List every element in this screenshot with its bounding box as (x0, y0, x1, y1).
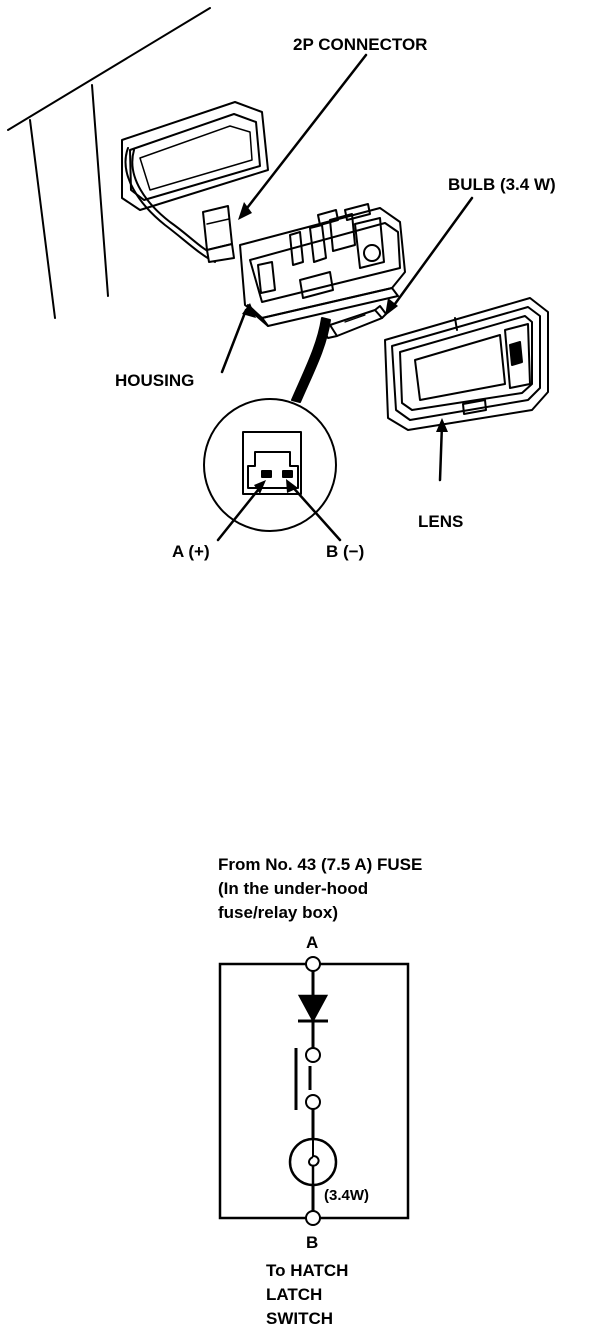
connector-plug (202, 205, 235, 263)
node-a-label: A (306, 933, 318, 952)
panel-edge-top (7, 7, 211, 131)
arrowheads (238, 202, 448, 494)
bulb-rating-label: (3.4W) (324, 1187, 369, 1204)
switch-contact-bottom (305, 1094, 321, 1110)
label-bulb: BULB (3.4 W) (448, 175, 556, 194)
panel-edge-left (29, 119, 56, 319)
diode-symbol (297, 994, 329, 1023)
dest-line-3: SWITCH (266, 1309, 333, 1328)
dest-line-1: To HATCH (266, 1261, 348, 1280)
housing (239, 203, 406, 327)
detail-callout-tail (291, 317, 331, 403)
switch-contact-top (305, 1047, 321, 1063)
label-housing: HOUSING (115, 371, 194, 390)
terminal-a-circle (305, 956, 321, 972)
label-2p-connector: 2P CONNECTOR (293, 35, 427, 54)
bulb-symbol (288, 1137, 338, 1187)
label-lens: LENS (418, 512, 463, 531)
label-terminal-b: B (−) (326, 542, 364, 561)
exploded-view (7, 7, 549, 542)
terminal-b-circle (305, 1210, 321, 1226)
node-b-label: B (306, 1233, 318, 1252)
source-line-1: From No. 43 (7.5 A) FUSE (218, 855, 422, 874)
label-terminal-a: A (+) (172, 542, 210, 561)
leader-lines (216, 53, 474, 542)
connector-detail-circle (203, 398, 337, 532)
panel-opening (121, 101, 269, 211)
schematic-terminals (305, 956, 321, 1226)
lens (384, 297, 549, 431)
wire-harness (124, 147, 218, 263)
source-line-3: fuse/relay box) (218, 903, 338, 922)
switch-symbol (294, 1048, 312, 1110)
source-line-2: (In the under-hood (218, 879, 368, 898)
schematic (218, 962, 410, 1220)
panel-edge-inner (91, 84, 109, 297)
dest-line-2: LATCH (266, 1285, 322, 1304)
